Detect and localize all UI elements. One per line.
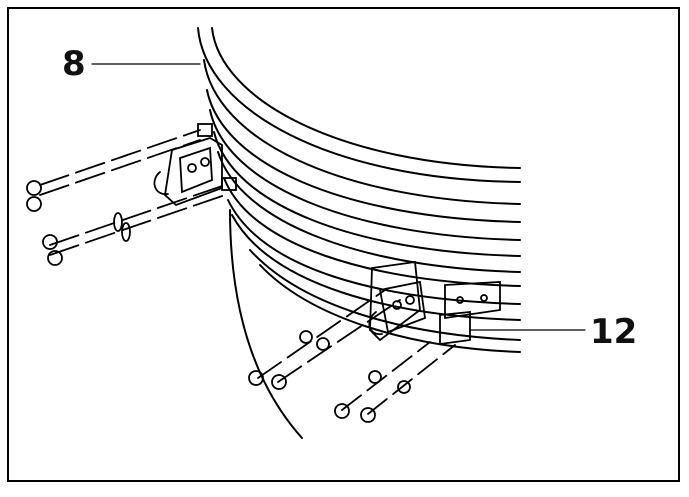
body-outline [229, 209, 303, 439]
callout-label-12: 12 [590, 312, 638, 352]
hinge-bracket-left [153, 123, 237, 207]
callout-label-8: 8 [62, 44, 86, 84]
upper-ring [197, 27, 521, 287]
diagram-frame [7, 7, 680, 482]
bolts-lower-right [248, 289, 456, 423]
bolts-upper-left [26, 129, 226, 266]
